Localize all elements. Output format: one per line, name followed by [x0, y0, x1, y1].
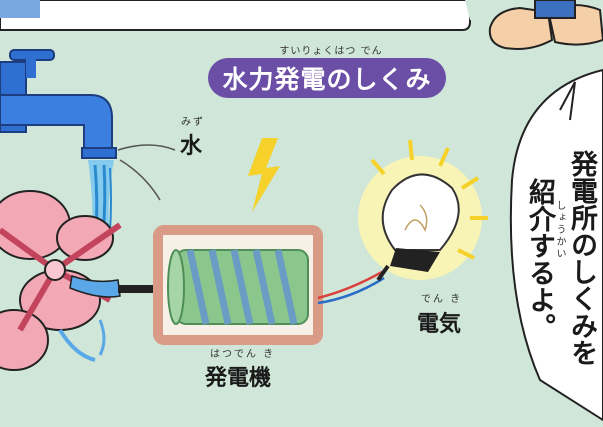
speech-bubble	[509, 68, 603, 422]
water-label: 水	[180, 134, 203, 159]
title-ruby: すいりょくはつ でん	[279, 46, 383, 57]
generator-label-ruby: はつでん き	[210, 349, 276, 360]
generator-label: 発電機	[205, 366, 272, 391]
water-wheel-icon	[0, 190, 122, 371]
electricity-label: 電気	[417, 312, 462, 337]
electricity-label-ruby: でん き	[421, 294, 463, 305]
speech-bubble-ruby: しょうかい	[554, 200, 565, 260]
lightning-icon	[248, 138, 280, 212]
wires	[317, 270, 385, 305]
water-label-ruby: みず	[181, 117, 205, 128]
faucet-icon	[0, 49, 117, 159]
hand-icon	[488, 0, 603, 50]
speech-bubble-text-1: 発電所のしくみを	[566, 150, 598, 366]
generator-icon	[153, 225, 323, 345]
light-bulb-icon	[358, 139, 488, 282]
shaft	[118, 285, 183, 293]
diagram-title: 水力発電のしくみ	[208, 58, 446, 98]
speech-bubble-text-2: 紹介するよ。	[524, 178, 556, 340]
